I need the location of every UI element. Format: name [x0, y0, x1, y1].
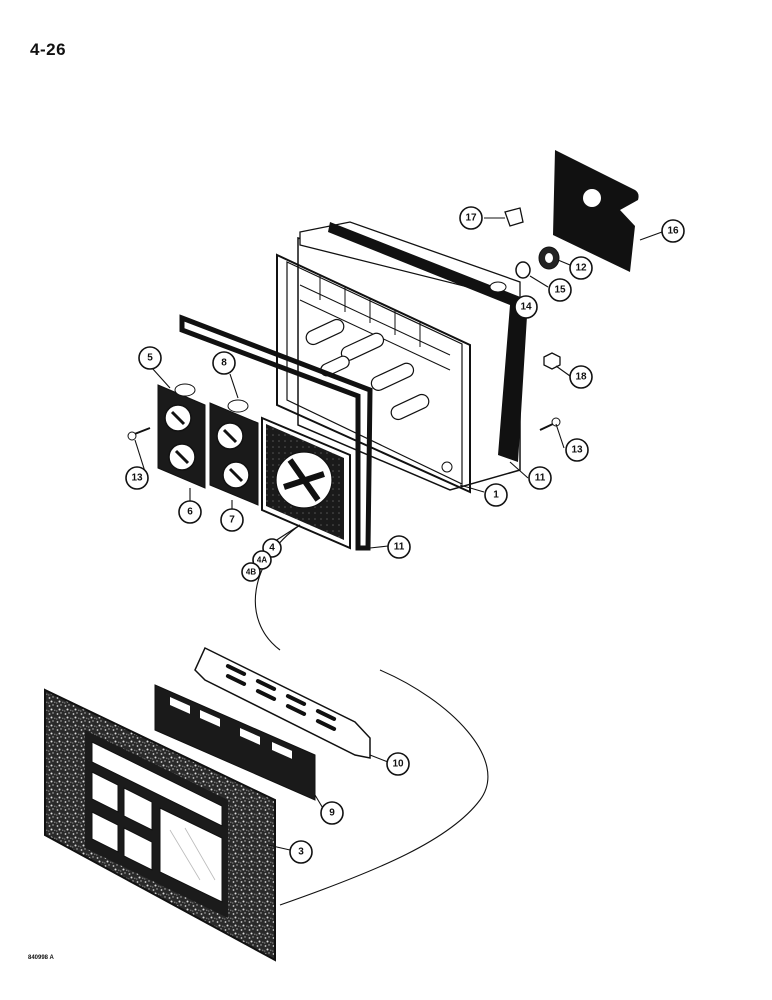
bezel-3: [44, 688, 276, 962]
leader-lines: [134, 217, 663, 851]
callout-11-rear: 11: [528, 466, 552, 490]
svg-text:1: 1: [493, 490, 499, 501]
clip-17: [504, 207, 524, 227]
callout-11-front: 11: [387, 535, 411, 559]
callout-17: 17: [459, 206, 483, 230]
svg-text:4: 4: [269, 543, 275, 554]
socket-15: [515, 261, 531, 279]
svg-text:11: 11: [535, 473, 546, 484]
svg-text:4A: 4A: [257, 556, 267, 565]
callout-13-right: 13: [565, 438, 589, 462]
svg-text:7: 7: [229, 515, 235, 526]
callout-9: 9: [320, 801, 344, 825]
svg-text:16: 16: [667, 226, 679, 237]
callout-10: 10: [386, 752, 410, 776]
instrument-housing: [276, 221, 528, 494]
callout-4b: 4B: [241, 562, 261, 582]
screw-13-left: [127, 427, 151, 441]
svg-text:8: 8: [221, 358, 227, 369]
svg-text:17: 17: [465, 213, 477, 224]
callout-1: 1: [484, 483, 508, 507]
svg-text:18: 18: [575, 372, 587, 383]
figure-code: 840998 A: [28, 955, 54, 961]
svg-text:13: 13: [131, 473, 143, 484]
callout-5: 5: [138, 346, 162, 370]
mask-plate-9: [154, 684, 316, 801]
nut-18: [543, 352, 561, 370]
callout-4a: 4A: [252, 550, 272, 570]
svg-text:10: 10: [392, 759, 404, 770]
svg-text:11: 11: [394, 542, 405, 553]
svg-text:12: 12: [575, 263, 587, 274]
bulb-14: [489, 281, 507, 293]
louver-panel-10: [194, 646, 371, 759]
callout-12: 12: [569, 256, 593, 280]
svg-text:4B: 4B: [246, 568, 256, 577]
circuit-board-4: [261, 416, 351, 550]
callout-6: 6: [178, 500, 202, 524]
svg-text:3: 3: [298, 847, 304, 858]
callout-15: 15: [548, 278, 572, 302]
svg-text:14: 14: [520, 302, 532, 313]
callout-14: 14: [514, 295, 538, 319]
callout-18: 18: [569, 365, 593, 389]
screw-13-right: [539, 417, 561, 431]
gauge-assembly-7: [209, 399, 259, 506]
callout-3: 3: [289, 840, 313, 864]
gauge-assembly-6: [157, 383, 206, 489]
svg-text:5: 5: [147, 353, 153, 364]
cover-plate-16: [553, 150, 639, 272]
page-number: 4-26: [30, 40, 67, 59]
svg-text:6: 6: [187, 507, 193, 518]
svg-text:13: 13: [571, 445, 583, 456]
callout-8: 8: [212, 351, 236, 375]
callout-7: 7: [220, 508, 244, 532]
svg-text:9: 9: [329, 808, 335, 819]
svg-text:15: 15: [554, 285, 566, 296]
callout-16: 16: [661, 219, 685, 243]
callout-13-left: 13: [125, 466, 149, 490]
